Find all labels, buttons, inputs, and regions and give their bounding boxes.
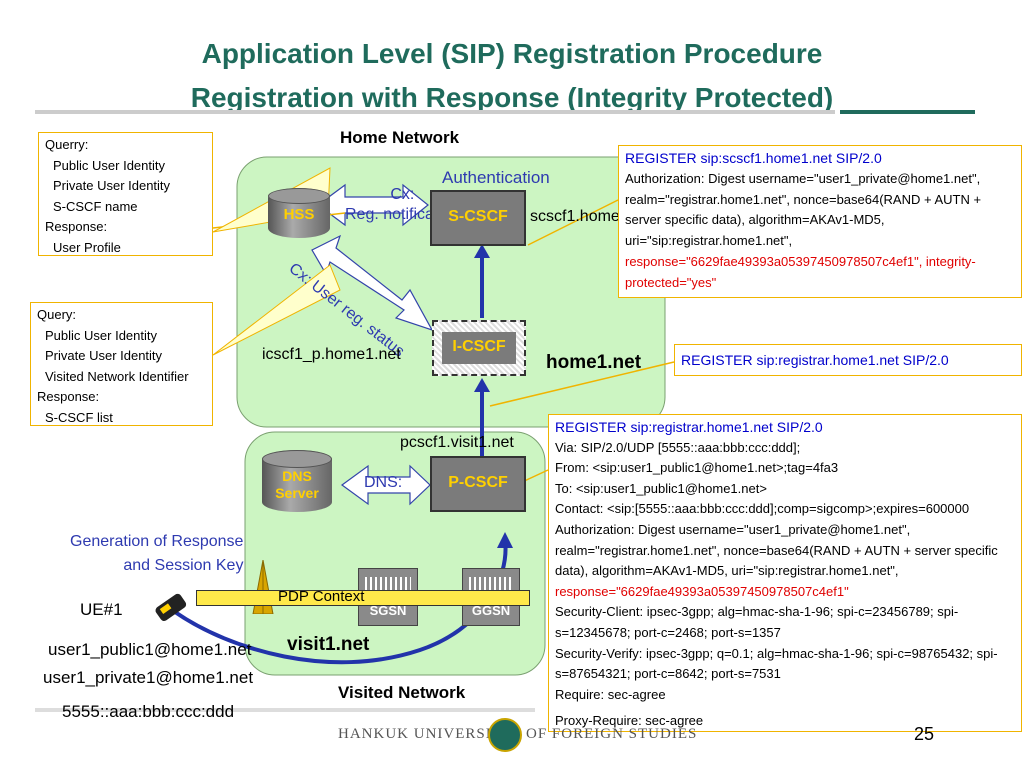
pcscf-host-label: pcscf1.visit1.net (400, 434, 514, 451)
university-name: HANKUK UNIVERSITY (338, 726, 514, 742)
home-domain-label: home1.net (546, 352, 642, 373)
register-from: From: <sip:user1_public1@home1.net>;tag=… (555, 460, 839, 476)
home-network-label: Home Network (340, 128, 460, 147)
register-auth-response: response="6629fae49393a05397450978507c4e… (555, 583, 849, 599)
box-line: Querry: (45, 137, 89, 152)
pdp-context-label: PDP Context (278, 588, 365, 605)
box-line: S-CSCF list (45, 409, 113, 425)
register-authorization: Authorization: Digest username="user1_pr… (555, 520, 1015, 602)
page-number: 25 (914, 724, 935, 744)
ue-address: 5555::aaa:bbb:ccc:ddd (62, 702, 235, 721)
box-line: Private User Identity (45, 348, 163, 363)
register-icscf-text: REGISTER sip:registrar.home1.net SIP/2.0 (681, 352, 949, 368)
cx-reg-arrow (316, 183, 429, 227)
pcscf-node: P-CSCF (430, 456, 526, 512)
ggsn-label: GGSN (471, 603, 511, 618)
phone-icon (150, 590, 190, 628)
register-security-verify: Security-Verify: ipsec-3gpp; q=0.1; alg=… (555, 645, 998, 682)
box-line: Response: (45, 219, 108, 234)
register-security-client: Security-Client: ipsec-3gpp; alg=hmac-sh… (555, 604, 959, 640)
university-name-2: OF FOREIGN STUDIES (526, 726, 698, 742)
box-line: Public User Identity (45, 327, 157, 343)
register-scscf-response: response="6629fae49393a05397450978507c4e… (625, 253, 976, 290)
dns-protocol-label: DNS: (364, 474, 403, 491)
pcscf-icscf-arrowhead (474, 378, 490, 392)
university-logo-icon (488, 718, 522, 752)
ue-private-identity: user1_private1@home1.net (43, 668, 254, 687)
icscf-scscf-arrowhead (474, 244, 490, 258)
register-proxy-require: Proxy-Require: sec-agree (555, 713, 704, 729)
hss-label: HSS (283, 206, 315, 223)
register-pcscf-head: REGISTER sip:registrar.home1.net SIP/2.0 (555, 419, 823, 435)
register-scscf-auth: Authorization: Digest username="user1_pr… (625, 170, 982, 249)
box-line: Private User Identity (53, 178, 171, 193)
dns-node: DNS Server (262, 450, 332, 512)
visited-domain-label: visit1.net (287, 634, 370, 655)
box-line: Response: (37, 389, 100, 404)
box-line: User Profile (53, 239, 121, 255)
footer-line (35, 708, 535, 712)
register-auth-text: Authorization: Digest username="user1_pr… (555, 521, 998, 579)
scscf-node: S-CSCF (430, 190, 526, 246)
icscf-query-box: Query: Public User Identity Private User… (30, 302, 213, 426)
ue-label: UE#1 (80, 600, 123, 619)
pdp-context-bar (196, 590, 530, 606)
page-title: Application Level (SIP) Registration Pro… (201, 38, 823, 69)
icscf-host-label: icscf1_p.home1.net (262, 346, 401, 363)
authentication-label: Authentication (442, 168, 550, 187)
top-right-connector (527, 199, 619, 246)
register-via: Via: SIP/2.0/UDP [5555::aaa:bbb:ccc:ddd]… (555, 439, 801, 455)
register-icscf-box: REGISTER sip:registrar.home1.net SIP/2.0 (674, 344, 1022, 376)
box-line: Public User Identity (53, 157, 165, 173)
register-require: Require: sec-agree (555, 686, 666, 702)
scscf-label: S-CSCF (448, 208, 508, 225)
register-scscf-box: REGISTER sip:scscf1.home1.net SIP/2.0 Au… (618, 145, 1022, 298)
ue-public-identity: user1_public1@home1.net (48, 640, 252, 659)
box-line: Visited Network Identifier (45, 368, 189, 384)
title-underline-accent (840, 110, 975, 114)
generation-label: Generation of Response and Session Key (70, 533, 244, 574)
title-underline-gray (35, 110, 835, 114)
mid-left-callout (212, 264, 341, 356)
mid-right-connector (489, 361, 675, 407)
box-line: Query: (37, 307, 77, 322)
dns-label: DNS Server (275, 468, 319, 501)
visited-network-label: Visited Network (338, 683, 466, 702)
page-subtitle: Registration with Response (Integrity Pr… (190, 82, 834, 113)
ue-pcscf-arrowhead (497, 532, 513, 548)
hss-node: HSS (268, 188, 330, 238)
register-scscf-head: REGISTER sip:scscf1.home1.net SIP/2.0 (625, 150, 882, 166)
pcscf-label: P-CSCF (448, 474, 508, 491)
sgsn-label: SGSN (369, 603, 407, 618)
icscf-node: I-CSCF (432, 320, 526, 376)
register-to: To: <sip:user1_public1@home1.net> (555, 480, 767, 496)
register-contact: Contact: <sip:[5555::aaa:bbb:ccc:ddd];co… (555, 501, 970, 517)
hss-query-box: Querry: Public User Identity Private Use… (38, 132, 213, 256)
box-line: S-CSCF name (53, 198, 138, 214)
register-pcscf-box: REGISTER sip:registrar.home1.net SIP/2.0… (548, 414, 1022, 732)
icscf-label: I-CSCF (452, 338, 506, 355)
